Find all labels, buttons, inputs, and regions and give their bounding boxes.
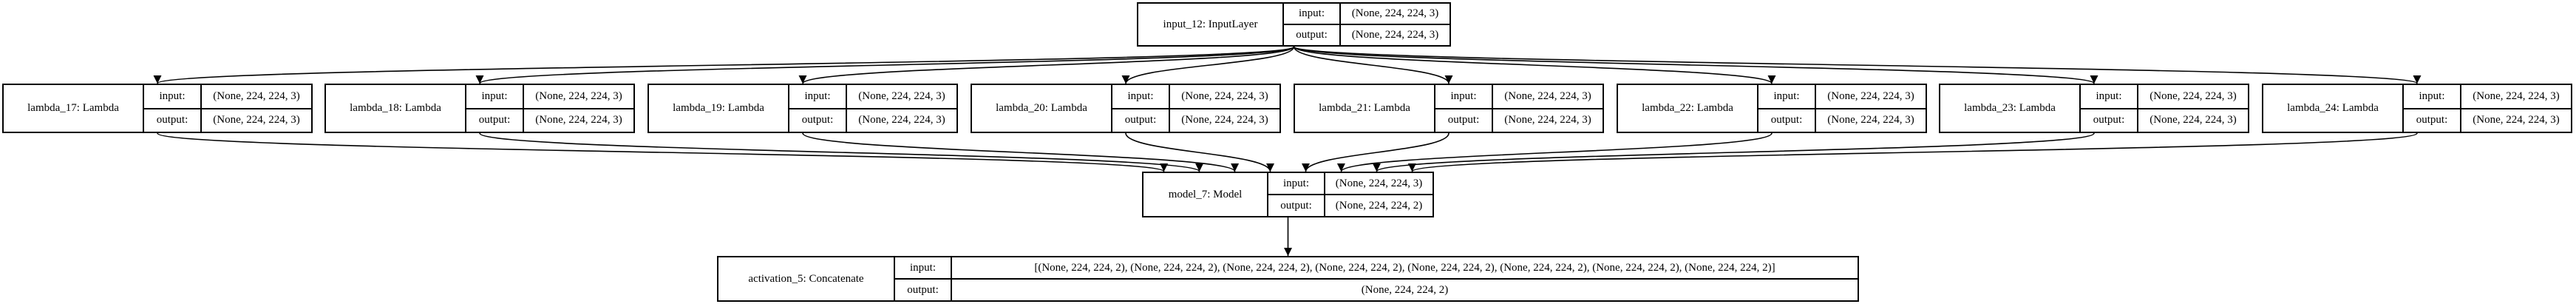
input-shape: (None, 224, 224, 3) xyxy=(1181,89,1268,102)
port-label-output: output: xyxy=(1758,109,1816,132)
input-shape: (None, 224, 224, 3) xyxy=(535,89,622,102)
output-shape: (None, 224, 224, 3) xyxy=(1351,29,1439,41)
port-label-input: input: xyxy=(144,85,202,108)
node-name: lambda_20: Lambda xyxy=(972,85,1112,132)
edge-lambda_17-to-model_7 xyxy=(157,132,1168,172)
port-label-input: input: xyxy=(2404,85,2461,108)
port-label-input: input: xyxy=(1112,85,1170,108)
port-label-input: input: xyxy=(1284,4,1341,24)
port-label-output: output: xyxy=(1112,109,1170,132)
port-label-input: input: xyxy=(1268,173,1325,194)
input-shape: (None, 224, 224, 3) xyxy=(1351,7,1439,19)
input-shape: (None, 224, 224, 3) xyxy=(213,89,300,102)
edge-lambda_23-to-model_7 xyxy=(1373,132,2095,172)
port-label-output: output: xyxy=(2081,109,2138,132)
port-label-output: output: xyxy=(1268,195,1325,216)
output-shape: (None, 224, 224, 3) xyxy=(2473,114,2560,126)
port-label-input: input: xyxy=(466,85,524,108)
edge-input_12-to-lambda_17 xyxy=(154,46,1295,84)
edge-input_12-to-lambda_22 xyxy=(1293,46,1776,84)
output-shape: (None, 224, 224, 3) xyxy=(1181,114,1268,126)
output-shape: (None, 224, 224, 2) xyxy=(1361,283,1449,296)
edge-input_12-to-lambda_21 xyxy=(1293,46,1453,84)
node-lambda-18: lambda_18: Lambda input: (None, 224, 224,… xyxy=(324,84,635,133)
edge-input_12-to-lambda_24 xyxy=(1293,46,2421,84)
node-name: lambda_22: Lambda xyxy=(1618,85,1758,132)
output-shape: (None, 224, 224, 2) xyxy=(1335,199,1423,212)
node-lambda-22: lambda_22: Lambda input: (None, 224, 224,… xyxy=(1617,84,1927,133)
port-label-output: output: xyxy=(144,109,202,132)
input-shape: (None, 224, 224, 3) xyxy=(1504,89,1591,102)
output-shape: (None, 224, 224, 3) xyxy=(858,114,945,126)
port-label-input: input: xyxy=(1435,85,1493,108)
port-label-input: input: xyxy=(1758,85,1816,108)
port-label-output: output: xyxy=(895,280,952,300)
edge-lambda_24-to-model_7 xyxy=(1408,132,2418,172)
node-name: input_12: InputLayer xyxy=(1138,4,1284,45)
node-name: lambda_23: Lambda xyxy=(1940,85,2081,132)
node-name: lambda_21: Lambda xyxy=(1295,85,1435,132)
input-shape: (None, 224, 224, 3) xyxy=(1827,89,1914,102)
input-shape: [(None, 224, 224, 2), (None, 224, 224, 2… xyxy=(1034,261,1775,274)
edge-lambda_21-to-model_7 xyxy=(1301,132,1450,172)
node-name: lambda_18: Lambda xyxy=(326,85,466,132)
node-name: activation_5: Concatenate xyxy=(718,257,895,300)
port-label-input: input: xyxy=(895,257,952,278)
edge-input_12-to-lambda_20 xyxy=(1121,46,1295,84)
node-name: lambda_24: Lambda xyxy=(2263,85,2404,132)
port-label-output: output: xyxy=(466,109,524,132)
port-label-output: output: xyxy=(2404,109,2461,132)
node-name: lambda_19: Lambda xyxy=(649,85,789,132)
node-model-7: model_7: Model input: (None, 224, 224, 3)… xyxy=(1142,172,1434,217)
output-shape: (None, 224, 224, 3) xyxy=(1827,114,1914,126)
edge-lambda_20-to-model_7 xyxy=(1125,132,1275,172)
port-label-input: input: xyxy=(2081,85,2138,108)
node-input-12: input_12: InputLayer input: (None, 224, 2… xyxy=(1137,2,1451,47)
node-lambda-23: lambda_23: Lambda input: (None, 224, 224,… xyxy=(1939,84,2249,133)
node-lambda-20: lambda_20: Lambda input: (None, 224, 224,… xyxy=(971,84,1281,133)
output-shape: (None, 224, 224, 3) xyxy=(535,114,622,126)
node-name: lambda_17: Lambda xyxy=(4,85,144,132)
output-shape: (None, 224, 224, 3) xyxy=(1504,114,1591,126)
input-shape: (None, 224, 224, 3) xyxy=(1335,177,1423,189)
node-lambda-24: lambda_24: Lambda input: (None, 224, 224,… xyxy=(2262,84,2572,133)
edge-lambda_19-to-model_7 xyxy=(802,132,1239,172)
edge-input_12-to-lambda_23 xyxy=(1293,46,2098,84)
node-name: model_7: Model xyxy=(1143,173,1268,216)
output-shape: (None, 224, 224, 3) xyxy=(2150,114,2237,126)
edge-input_12-to-lambda_18 xyxy=(475,46,1295,84)
port-label-output: output: xyxy=(789,109,847,132)
input-shape: (None, 224, 224, 3) xyxy=(858,89,945,102)
node-lambda-17: lambda_17: Lambda input: (None, 224, 224,… xyxy=(2,84,313,133)
input-shape: (None, 224, 224, 3) xyxy=(2473,89,2560,102)
node-lambda-19: lambda_19: Lambda input: (None, 224, 224,… xyxy=(648,84,958,133)
port-label-input: input: xyxy=(789,85,847,108)
edge-lambda_22-to-model_7 xyxy=(1337,132,1773,172)
edge-input_12-to-lambda_19 xyxy=(798,46,1295,84)
input-shape: (None, 224, 224, 3) xyxy=(2150,89,2237,102)
node-lambda-21: lambda_21: Lambda input: (None, 224, 224,… xyxy=(1294,84,1604,133)
edge-lambda_18-to-model_7 xyxy=(479,132,1203,172)
port-label-output: output: xyxy=(1284,25,1341,45)
port-label-output: output: xyxy=(1435,109,1493,132)
node-activation-5: activation_5: Concatenate input: [(None, … xyxy=(717,256,1859,302)
output-shape: (None, 224, 224, 3) xyxy=(213,114,300,126)
